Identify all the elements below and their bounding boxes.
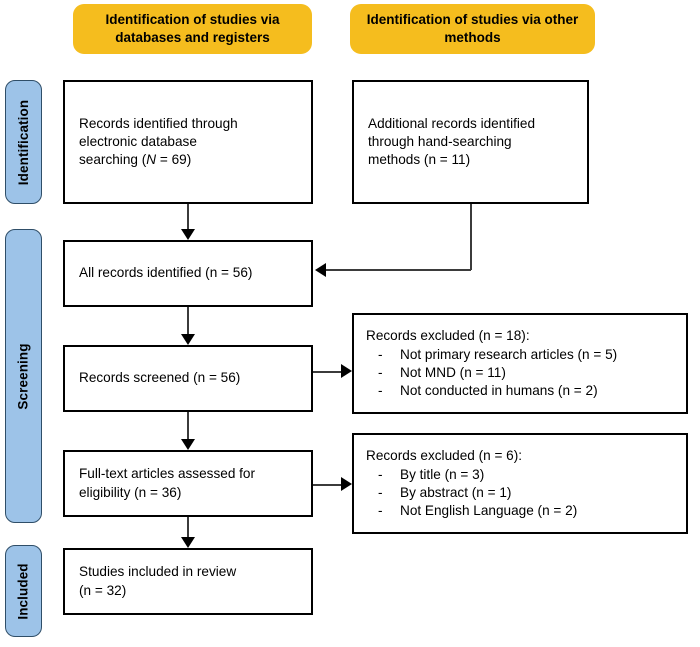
- header-databases-and-registers: Identification of studies via databases …: [73, 4, 312, 54]
- arrow-db-to-all-records: [181, 229, 195, 240]
- excluded-screening-item: - Not MND (n = 11): [366, 364, 617, 382]
- excluded-eligibility-item-label: Not English Language (n = 2): [400, 503, 578, 519]
- box-additional-records-text: Additional records identified through ha…: [368, 115, 535, 169]
- connector-screened-to-fulltext: [187, 412, 189, 441]
- arrow-screened-to-excluded: [341, 364, 352, 378]
- studies-included-line1: Studies included in review: [79, 564, 237, 580]
- dash-glyph: -: [378, 485, 383, 500]
- excluded-screening-title: Records excluded (n = 18):: [366, 327, 530, 343]
- records-identified-line1: Records identified through: [79, 115, 238, 131]
- arrow-screened-to-fulltext: [181, 439, 195, 450]
- excluded-eligibility-item-label: By title (n = 3): [400, 466, 485, 482]
- excluded-eligibility-item: - By abstract (n = 1): [366, 484, 577, 502]
- box-records-excluded-screening: Records excluded (n = 18): - Not primary…: [352, 313, 688, 414]
- arrow-all-records-to-screened: [181, 334, 195, 345]
- header-other-methods: Identification of studies via other meth…: [350, 4, 595, 54]
- connector-fulltext-to-included: [187, 517, 189, 539]
- connector-db-to-all-records: [187, 204, 189, 231]
- records-identified-line2: electronic database: [79, 133, 197, 149]
- excluded-eligibility-item: - Not English Language (n = 2): [366, 502, 577, 520]
- box-records-excluded-eligibility-text: Records excluded (n = 6): - By title (n …: [366, 447, 577, 520]
- box-all-records-identified: All records identified (n = 56): [63, 240, 313, 307]
- excluded-screening-item: - Not conducted in humans (n = 2): [366, 382, 617, 400]
- box-fulltext-assessed: Full-text articles assessed for eligibil…: [63, 450, 313, 517]
- all-records-line1: All records identified (n = 56): [79, 265, 253, 281]
- records-identified-line3: searching (N = 69): [79, 151, 238, 169]
- additional-records-line1: Additional records identified: [368, 115, 536, 131]
- box-all-records-identified-text: All records identified (n = 56): [79, 264, 252, 282]
- box-records-excluded-eligibility: Records excluded (n = 6): - By title (n …: [352, 433, 688, 534]
- fulltext-assessed-line1: Full-text articles assessed for: [79, 466, 256, 482]
- records-identified-line3-suffix: = 69): [156, 152, 192, 168]
- excluded-eligibility-list: - By title (n = 3) - By abstract (n = 1)…: [366, 466, 577, 520]
- dash-glyph: -: [378, 346, 383, 362]
- side-label-identification-text: Identification: [16, 99, 31, 185]
- excluded-eligibility-item-label: By abstract (n = 1): [400, 485, 512, 500]
- additional-records-line2: through hand-searching: [368, 133, 512, 149]
- side-label-identification: Identification: [5, 80, 42, 204]
- box-records-excluded-screening-text: Records excluded (n = 18): - Not primary…: [366, 327, 617, 400]
- header-databases-label: Identification of studies via databases …: [105, 11, 280, 45]
- box-studies-included: Studies included in review (n = 32): [63, 548, 313, 615]
- records-identified-line3-prefix: searching (: [79, 152, 147, 168]
- box-records-screened-text: Records screened (n = 56): [79, 369, 240, 387]
- box-additional-records: Additional records identified through ha…: [352, 80, 589, 204]
- connector-fulltext-to-excluded: [313, 484, 344, 486]
- connector-additional-down: [470, 204, 472, 270]
- side-label-included-text: Included: [16, 562, 31, 620]
- records-screened-line1: Records screened (n = 56): [79, 370, 241, 386]
- connector-additional-left: [326, 269, 471, 271]
- fulltext-assessed-line2: eligibility (n = 36): [79, 484, 182, 500]
- arrow-additional-to-all-records: [315, 263, 326, 277]
- additional-records-line3: methods (n = 11): [368, 152, 471, 168]
- excluded-eligibility-title: Records excluded (n = 6):: [366, 447, 523, 463]
- side-label-screening: Screening: [5, 229, 42, 523]
- box-fulltext-assessed-text: Full-text articles assessed for eligibil…: [79, 465, 255, 501]
- dash-glyph: -: [378, 365, 383, 380]
- excluded-screening-list: - Not primary research articles (n = 5) …: [366, 346, 617, 400]
- excluded-screening-item: - Not primary research articles (n = 5): [366, 346, 617, 364]
- dash-glyph: -: [378, 503, 383, 519]
- connector-screened-to-excluded: [313, 371, 344, 373]
- side-label-screening-text: Screening: [16, 342, 31, 410]
- box-records-identified-database: Records identified through electronic da…: [63, 80, 313, 204]
- dash-glyph: -: [378, 466, 383, 482]
- excluded-screening-item-label: Not MND (n = 11): [400, 365, 506, 380]
- records-identified-line3-italic: N: [146, 152, 157, 168]
- dash-glyph: -: [378, 383, 383, 399]
- box-records-identified-database-text: Records identified through electronic da…: [79, 115, 238, 169]
- arrow-fulltext-to-excluded: [341, 477, 352, 491]
- side-label-included: Included: [5, 545, 42, 637]
- arrow-fulltext-to-included: [181, 537, 195, 548]
- excluded-eligibility-item: - By title (n = 3): [366, 466, 577, 484]
- header-other-methods-label: Identification of studies via other meth…: [366, 11, 579, 45]
- connector-all-records-to-screened: [187, 307, 189, 336]
- box-studies-included-text: Studies included in review (n = 32): [79, 563, 236, 599]
- box-records-screened: Records screened (n = 56): [63, 345, 313, 412]
- studies-included-line2: (n = 32): [79, 582, 127, 598]
- excluded-screening-item-label: Not primary research articles (n = 5): [400, 346, 618, 362]
- excluded-screening-item-label: Not conducted in humans (n = 2): [400, 383, 598, 399]
